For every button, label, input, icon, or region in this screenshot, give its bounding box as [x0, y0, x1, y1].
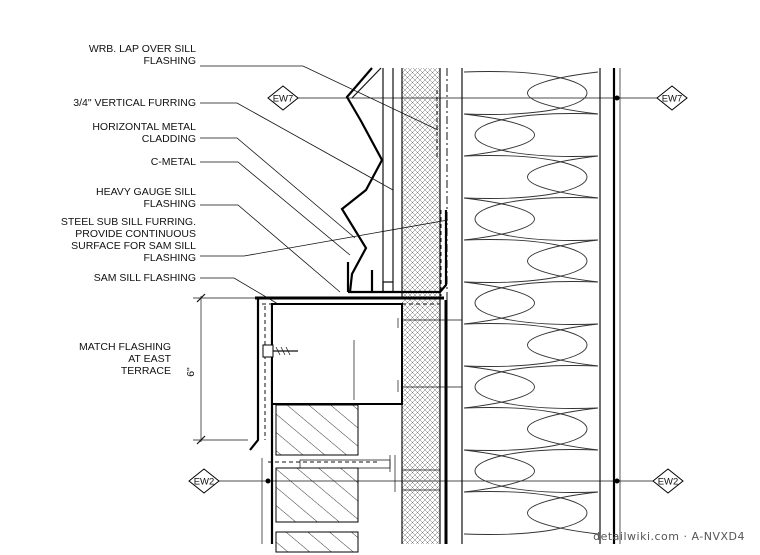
leader-lines	[200, 65, 449, 305]
label-match-flashing: MATCH FLASHING AT EAST TERRACE	[79, 341, 172, 377]
label-wrb-lap: WRB. LAP OVER SILL FLASHING	[89, 43, 196, 67]
batt-loop	[474, 113, 599, 157]
dimension-text: 6"	[185, 367, 197, 377]
label-c-metal: C-METAL	[151, 156, 196, 168]
label-line: FLASHING	[143, 55, 196, 67]
label-line: TERRACE	[121, 365, 171, 377]
label-line: MATCH FLASHING	[79, 341, 171, 353]
tag-text: EW7	[662, 94, 683, 105]
tag-ew7-right: EW7	[656, 85, 688, 111]
label-line: 3/4" VERTICAL FURRING	[73, 97, 196, 109]
tag-ew7-left: EW7	[267, 85, 299, 111]
batt-loop	[463, 155, 588, 199]
horizontal-metal-cladding	[340, 67, 394, 293]
batt-loop	[463, 239, 588, 283]
tag-text: EW2	[658, 477, 679, 488]
batt-loop	[463, 323, 588, 367]
batt-loop	[463, 407, 588, 451]
batt-loop	[527, 323, 599, 367]
batt-loop	[527, 155, 599, 199]
label-line: AT EAST	[128, 353, 171, 365]
masonry-wall	[261, 404, 440, 553]
watermark: detailwiki.com · A-NVXD4	[593, 530, 745, 543]
label-line: HORIZONTAL METAL	[92, 121, 196, 133]
tag-ew2-left: EW2	[188, 468, 220, 494]
batt-loop	[463, 71, 588, 115]
label-line: PROVIDE CONTINUOUS	[75, 228, 196, 240]
batt-loop	[474, 281, 599, 325]
batt-loop	[463, 449, 535, 493]
window-frame-box	[271, 303, 462, 405]
batt-loop	[463, 281, 535, 325]
label-line: FLASHING	[143, 198, 196, 210]
label-heavy-gauge: HEAVY GAUGE SILL FLASHING	[96, 186, 196, 210]
dimension-6in: 6"	[185, 293, 258, 445]
batt-loop	[527, 71, 599, 115]
label-sam-sill: SAM SILL FLASHING	[94, 272, 196, 284]
label-line: CLADDING	[142, 133, 196, 145]
anchor-screw	[262, 344, 298, 358]
batt-loop	[463, 197, 535, 241]
label-line: C-METAL	[151, 156, 196, 168]
tag-ew2-right: EW2	[652, 468, 684, 494]
batt-loop	[463, 491, 588, 535]
label-line: SURFACE FOR SAM SILL	[71, 240, 196, 252]
batt-loop	[474, 449, 599, 493]
label-vertical-furring: 3/4" VERTICAL FURRING	[73, 97, 196, 109]
batt-loop	[474, 365, 599, 409]
sheathing-panel	[401, 68, 441, 544]
tag-text: EW2	[194, 477, 215, 488]
label-line: FLASHING	[143, 252, 196, 264]
batt-loop	[474, 197, 599, 241]
batt-loop	[463, 365, 535, 409]
label-horizontal-cladding: HORIZONTAL METAL CLADDING	[92, 121, 196, 145]
label-line: STEEL SUB SILL FURRING.	[61, 216, 196, 228]
label-line: HEAVY GAUGE SILL	[96, 186, 196, 198]
interior-wall	[612, 68, 621, 544]
label-line: SAM SILL FLASHING	[94, 272, 196, 284]
batt-loop	[527, 491, 599, 535]
batt-loop	[527, 239, 599, 283]
batt-insulation	[461, 68, 601, 544]
label-line: WRB. LAP OVER SILL	[89, 43, 196, 55]
label-steel-sub-sill: STEEL SUB SILL FURRING. PROVIDE CONTINUO…	[61, 216, 196, 264]
batt-loop	[527, 407, 599, 451]
batt-loop	[463, 113, 535, 157]
tag-text: EW7	[273, 94, 294, 105]
